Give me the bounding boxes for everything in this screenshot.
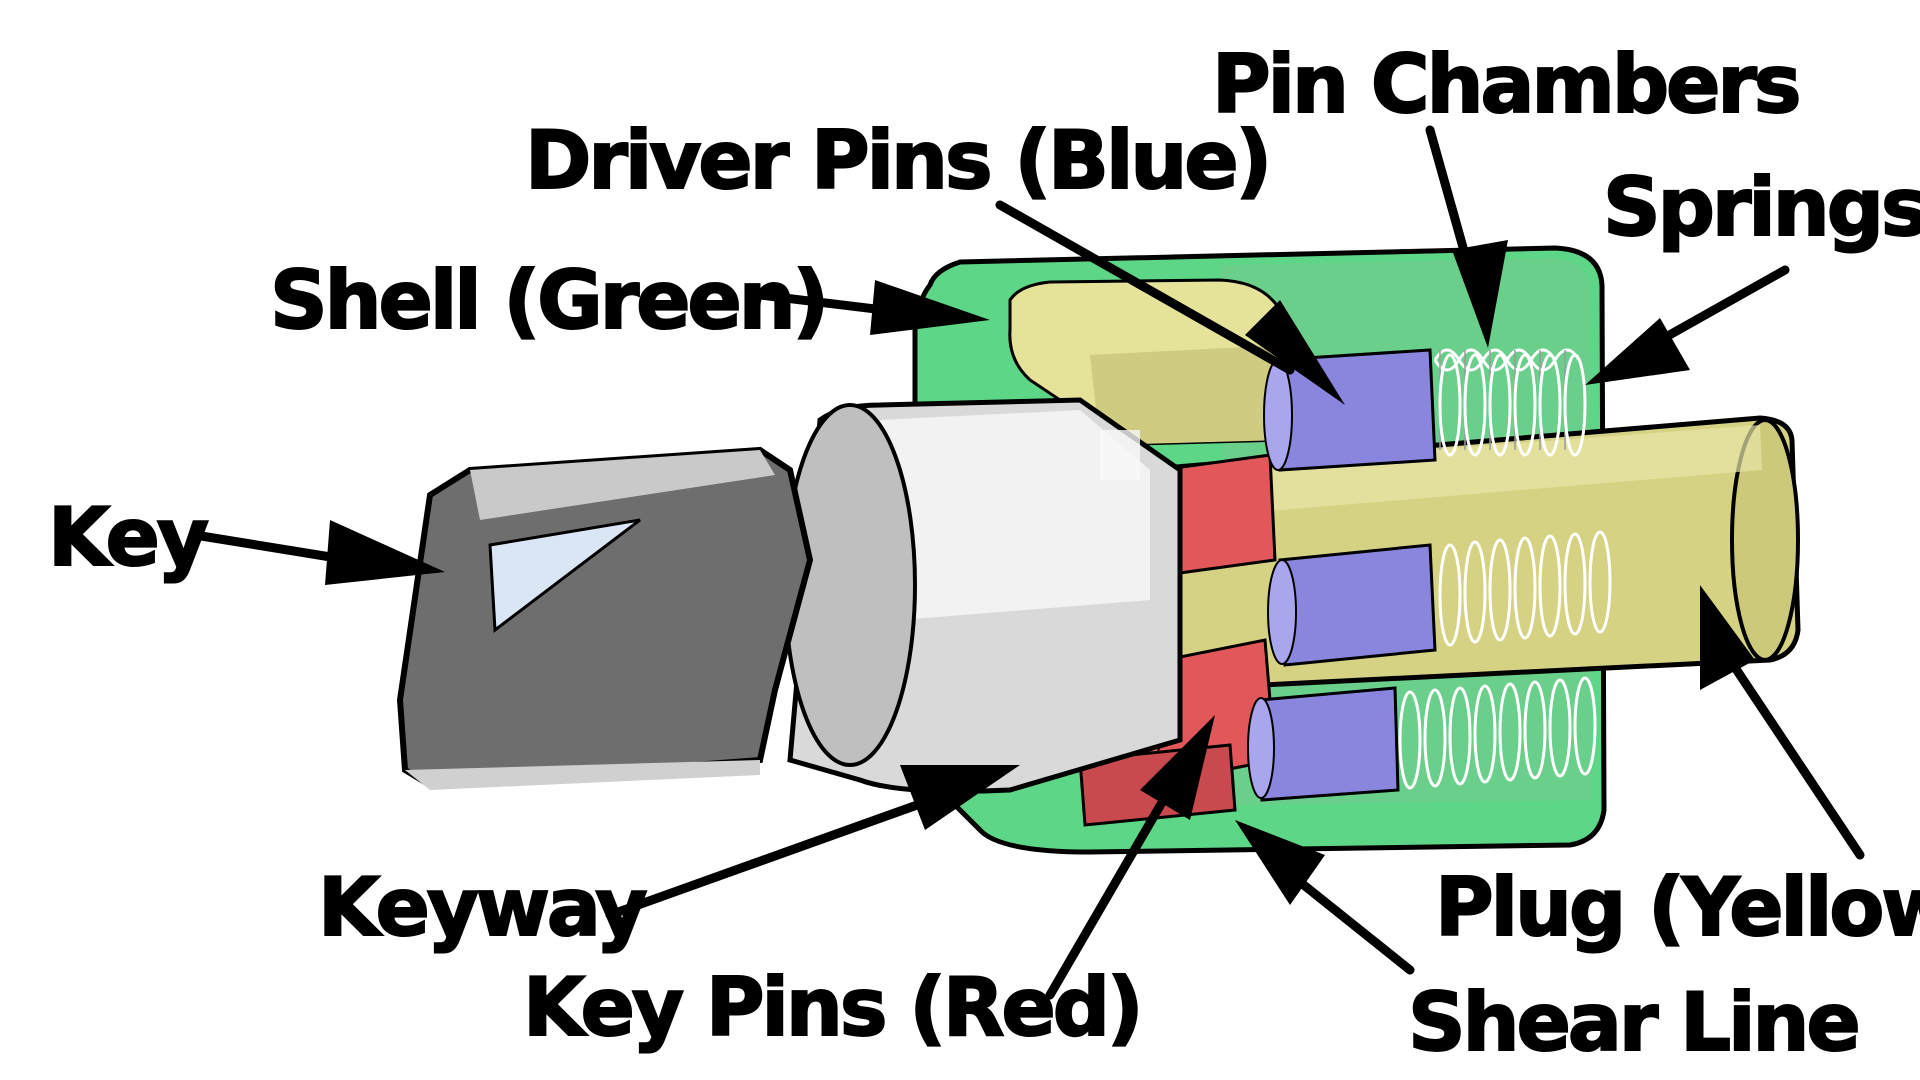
driver-pin-lower [1247, 686, 1400, 802]
arrow-springs [1585, 265, 1790, 385]
label-key-pins: Key Pins (Red) [523, 961, 1141, 1054]
arrow-driver-pins [995, 200, 1345, 405]
label-pin-chambers: Pin Chambers [1212, 38, 1798, 131]
label-keyway: Keyway [318, 861, 646, 954]
label-plug: Plug (Yellow) [1435, 861, 1920, 954]
labels: Pin Chambers Driver Pins (Blue) Springs … [47, 37, 1920, 1070]
arrow-shear-line [1235, 820, 1415, 975]
lock-illustration [396, 245, 1801, 855]
key-bow-cylinder [783, 397, 1183, 794]
arrow-pin-chambers [1425, 125, 1508, 348]
label-key: Key [48, 491, 208, 584]
arrow-key-pins [1045, 715, 1215, 1000]
driver-pin-middle [1267, 543, 1437, 667]
plug-top-inner [1090, 345, 1285, 445]
label-shear-line: Shear Line [1408, 976, 1858, 1069]
spring-top [1433, 348, 1587, 457]
arrow-plug [1700, 585, 1865, 860]
callout-arrows [190, 125, 1865, 1000]
spring-middle [1438, 530, 1612, 647]
arrow-keyway [605, 765, 1020, 920]
spring-lower [1398, 676, 1597, 790]
key [396, 446, 814, 790]
label-shell: Shell (Green) [270, 254, 826, 347]
label-driver-pins: Driver Pins (Blue) [525, 114, 1269, 207]
label-springs: Springs [1603, 161, 1920, 254]
arrow-key [190, 520, 445, 585]
arrow-shell [755, 280, 990, 335]
